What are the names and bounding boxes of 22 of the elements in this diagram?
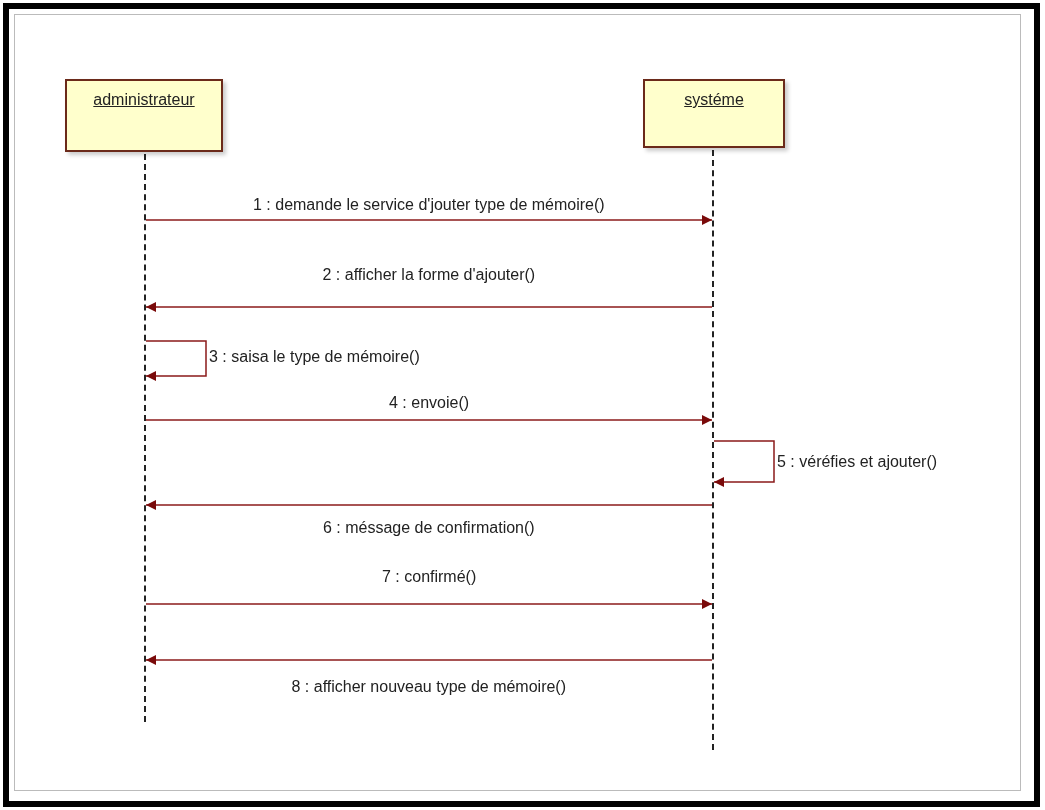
message-arrow: [145, 415, 713, 425]
message-arrow: [145, 500, 713, 510]
lifeline-head: [643, 79, 785, 148]
message-label: 6 : méssage de confirmation(): [321, 519, 537, 537]
message-arrow: [145, 215, 713, 225]
message-arrow: [713, 440, 775, 487]
message-label: 8 : afficher nouveau type de mémoire(): [289, 678, 568, 696]
lifeline-head: [65, 79, 223, 152]
message-arrow: [145, 302, 713, 312]
participant-name: administrateur: [93, 91, 195, 109]
message-label: 3 : saisa le type de mémoire(): [207, 348, 422, 366]
message-arrow: [145, 599, 713, 609]
lifeline: [144, 154, 146, 722]
participant-name: systéme: [684, 91, 744, 109]
message-arrow: [145, 340, 207, 381]
message-arrow: [145, 655, 713, 665]
message-label: 4 : envoie(): [387, 394, 472, 412]
lifeline: [712, 150, 714, 750]
message-label: 2 : afficher la forme d'ajouter(): [320, 266, 538, 284]
message-label: 7 : confirmé(): [380, 568, 479, 586]
message-label: 1 : demande le service d'jouter type de mémoire(): [251, 196, 607, 214]
message-label: 5 : véréfies et ajouter(): [775, 453, 940, 471]
